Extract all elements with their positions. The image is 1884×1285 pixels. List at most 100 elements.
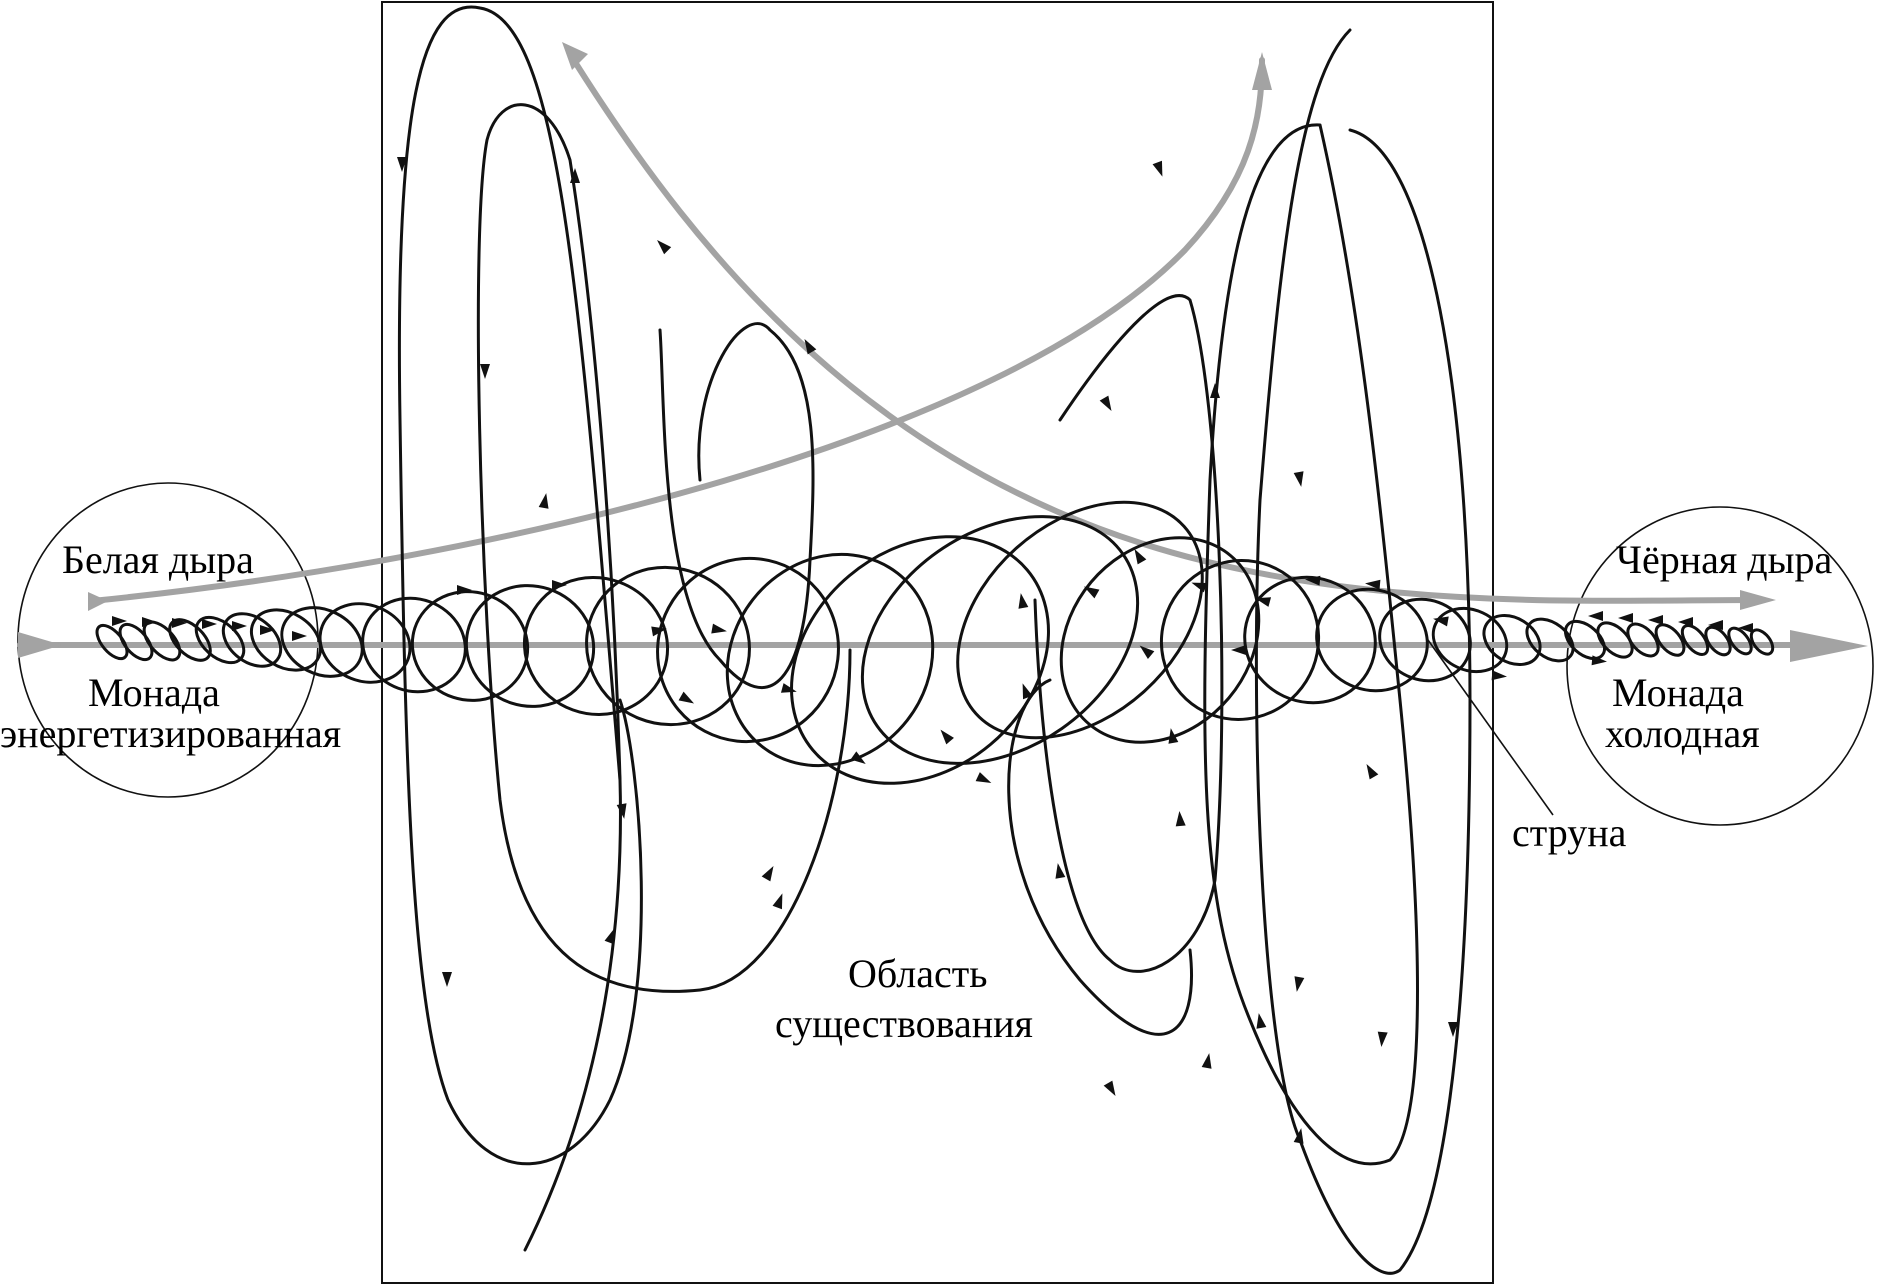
direction-arrowhead [1648, 615, 1663, 625]
spiral-loop [1564, 619, 1606, 661]
direction-arrowhead [604, 928, 615, 945]
direction-arrowhead [1139, 645, 1155, 659]
spiral-loop [1525, 617, 1575, 663]
direction-arrowhead [442, 972, 452, 987]
direction-arrowhead [657, 240, 672, 255]
direction-arrowhead [1191, 582, 1208, 593]
direction-arrowhead [1738, 623, 1753, 633]
direction-arrowhead [804, 338, 817, 355]
gray-flow-white-hole-tail [88, 592, 108, 611]
monad-cold-label-line1: Монада [1612, 670, 1744, 715]
spiral-loops [95, 500, 1775, 785]
spiral-loop [1654, 623, 1686, 657]
outer-trajectories [397, 5, 1472, 1275]
spiral-loop [790, 535, 1050, 785]
direction-arrowhead [538, 493, 549, 509]
direction-arrowhead [1365, 579, 1381, 590]
mid-arm-right [1033, 294, 1224, 973]
direction-arrowhead [651, 626, 667, 637]
direction-arrowhead [142, 617, 157, 627]
direction-arrowhead [1103, 1080, 1116, 1097]
direction-arrowhead [1018, 593, 1029, 609]
black-hole-label: Чёрная дыра [1616, 537, 1833, 582]
direction-arrowhead [1491, 670, 1507, 681]
cross-arm-right [1007, 678, 1193, 1036]
spiral-loop [221, 612, 283, 668]
direction-arrowhead [1678, 617, 1693, 627]
direction-arrowhead [1152, 160, 1163, 177]
direction-arrowhead [975, 772, 992, 783]
direction-arrowhead [780, 683, 797, 693]
gray-flow-black-hole-tail [562, 42, 588, 70]
axis-arrowhead-right [1790, 630, 1868, 662]
monad-cold-label-line2: холодная [1605, 711, 1760, 756]
direction-arrowhead [1175, 811, 1186, 827]
direction-arrowhead [112, 616, 127, 626]
direction-arrowhead [1588, 611, 1603, 621]
spiral-loop [860, 515, 1140, 765]
direction-arrowhead [1293, 471, 1304, 487]
direction-arrowhead [940, 729, 954, 745]
direction-arrowhead [552, 580, 567, 590]
monad-energized-label-line1: Монада [88, 670, 220, 715]
direction-arrowhead [480, 364, 490, 379]
black-hole-circle [1566, 506, 1874, 826]
direction-arrowhead [202, 619, 217, 629]
spiral-loop [1749, 628, 1775, 656]
direction-arrowhead [1377, 1031, 1388, 1047]
direction-arrowhead [850, 751, 866, 765]
spiral-loop [1059, 536, 1261, 744]
direction-arrowhead [1618, 613, 1633, 623]
direction-arrowhead [1305, 575, 1321, 586]
axis-arrowhead-left [18, 632, 62, 658]
direction-arrowhead [292, 631, 307, 641]
direction-arrowhead [678, 691, 695, 704]
direction-arrowhead [1168, 728, 1179, 744]
direction-arrowhead [1366, 763, 1379, 780]
direction-arrowhead [772, 893, 783, 910]
direction-arrowhead [397, 157, 407, 172]
existence-region-label-line1: Область [848, 951, 987, 996]
direction-arrowhead [1022, 683, 1033, 700]
spiral-loop [1596, 621, 1634, 659]
direction-arrowhead [1255, 597, 1272, 607]
spiral-loop [1680, 624, 1710, 656]
direction-arrowhead [1293, 1128, 1304, 1144]
gray-flow-white-hole [89, 57, 1265, 604]
direction-arrowhead [761, 865, 774, 882]
spiral-loop [956, 500, 1204, 740]
direction-arrowhead [1433, 616, 1449, 627]
direction-arrowhead [1083, 586, 1100, 599]
gray-flow-black-hole [572, 59, 1763, 604]
spiral-loop [250, 608, 322, 672]
spiral-loop [361, 596, 467, 694]
mid-arm-left [658, 322, 815, 690]
string-label: струна [1512, 810, 1627, 855]
spiral-loop [1431, 606, 1509, 674]
monad-energized-label-line2: энергетизированная [0, 711, 341, 756]
string-pointer-line [1427, 639, 1554, 816]
direction-arrowhead [1591, 655, 1607, 666]
spiral-loop [1159, 559, 1321, 721]
direction-arrowhead [711, 623, 727, 634]
direction-arrowhead [1210, 383, 1220, 398]
existence-region-label-line2: существования [775, 1001, 1033, 1046]
direction-arrowhead [1231, 645, 1246, 655]
spiral-loop [725, 552, 935, 768]
gray-flow-black-hole-head [1740, 590, 1776, 610]
spiral-loop [1378, 597, 1472, 683]
outer-arm-left [397, 5, 643, 1166]
direction-arrowhead [1201, 1053, 1212, 1069]
direction-arrowhead [616, 803, 627, 819]
direction-arrowhead [1448, 1022, 1458, 1037]
direction-arrowhead [1099, 395, 1112, 412]
white-hole-label: Белая дыра [62, 537, 254, 582]
outer-arm-right [1254, 28, 1472, 1275]
direction-arrowhead [1055, 863, 1066, 879]
spiral-loop [1626, 622, 1660, 658]
direction-arrowhead [232, 621, 247, 631]
direction-arrowhead [172, 618, 187, 628]
direction-arrowhead [570, 168, 580, 183]
gray-flow-white-hole-head [1252, 52, 1272, 90]
direction-arrowhead [457, 585, 472, 595]
